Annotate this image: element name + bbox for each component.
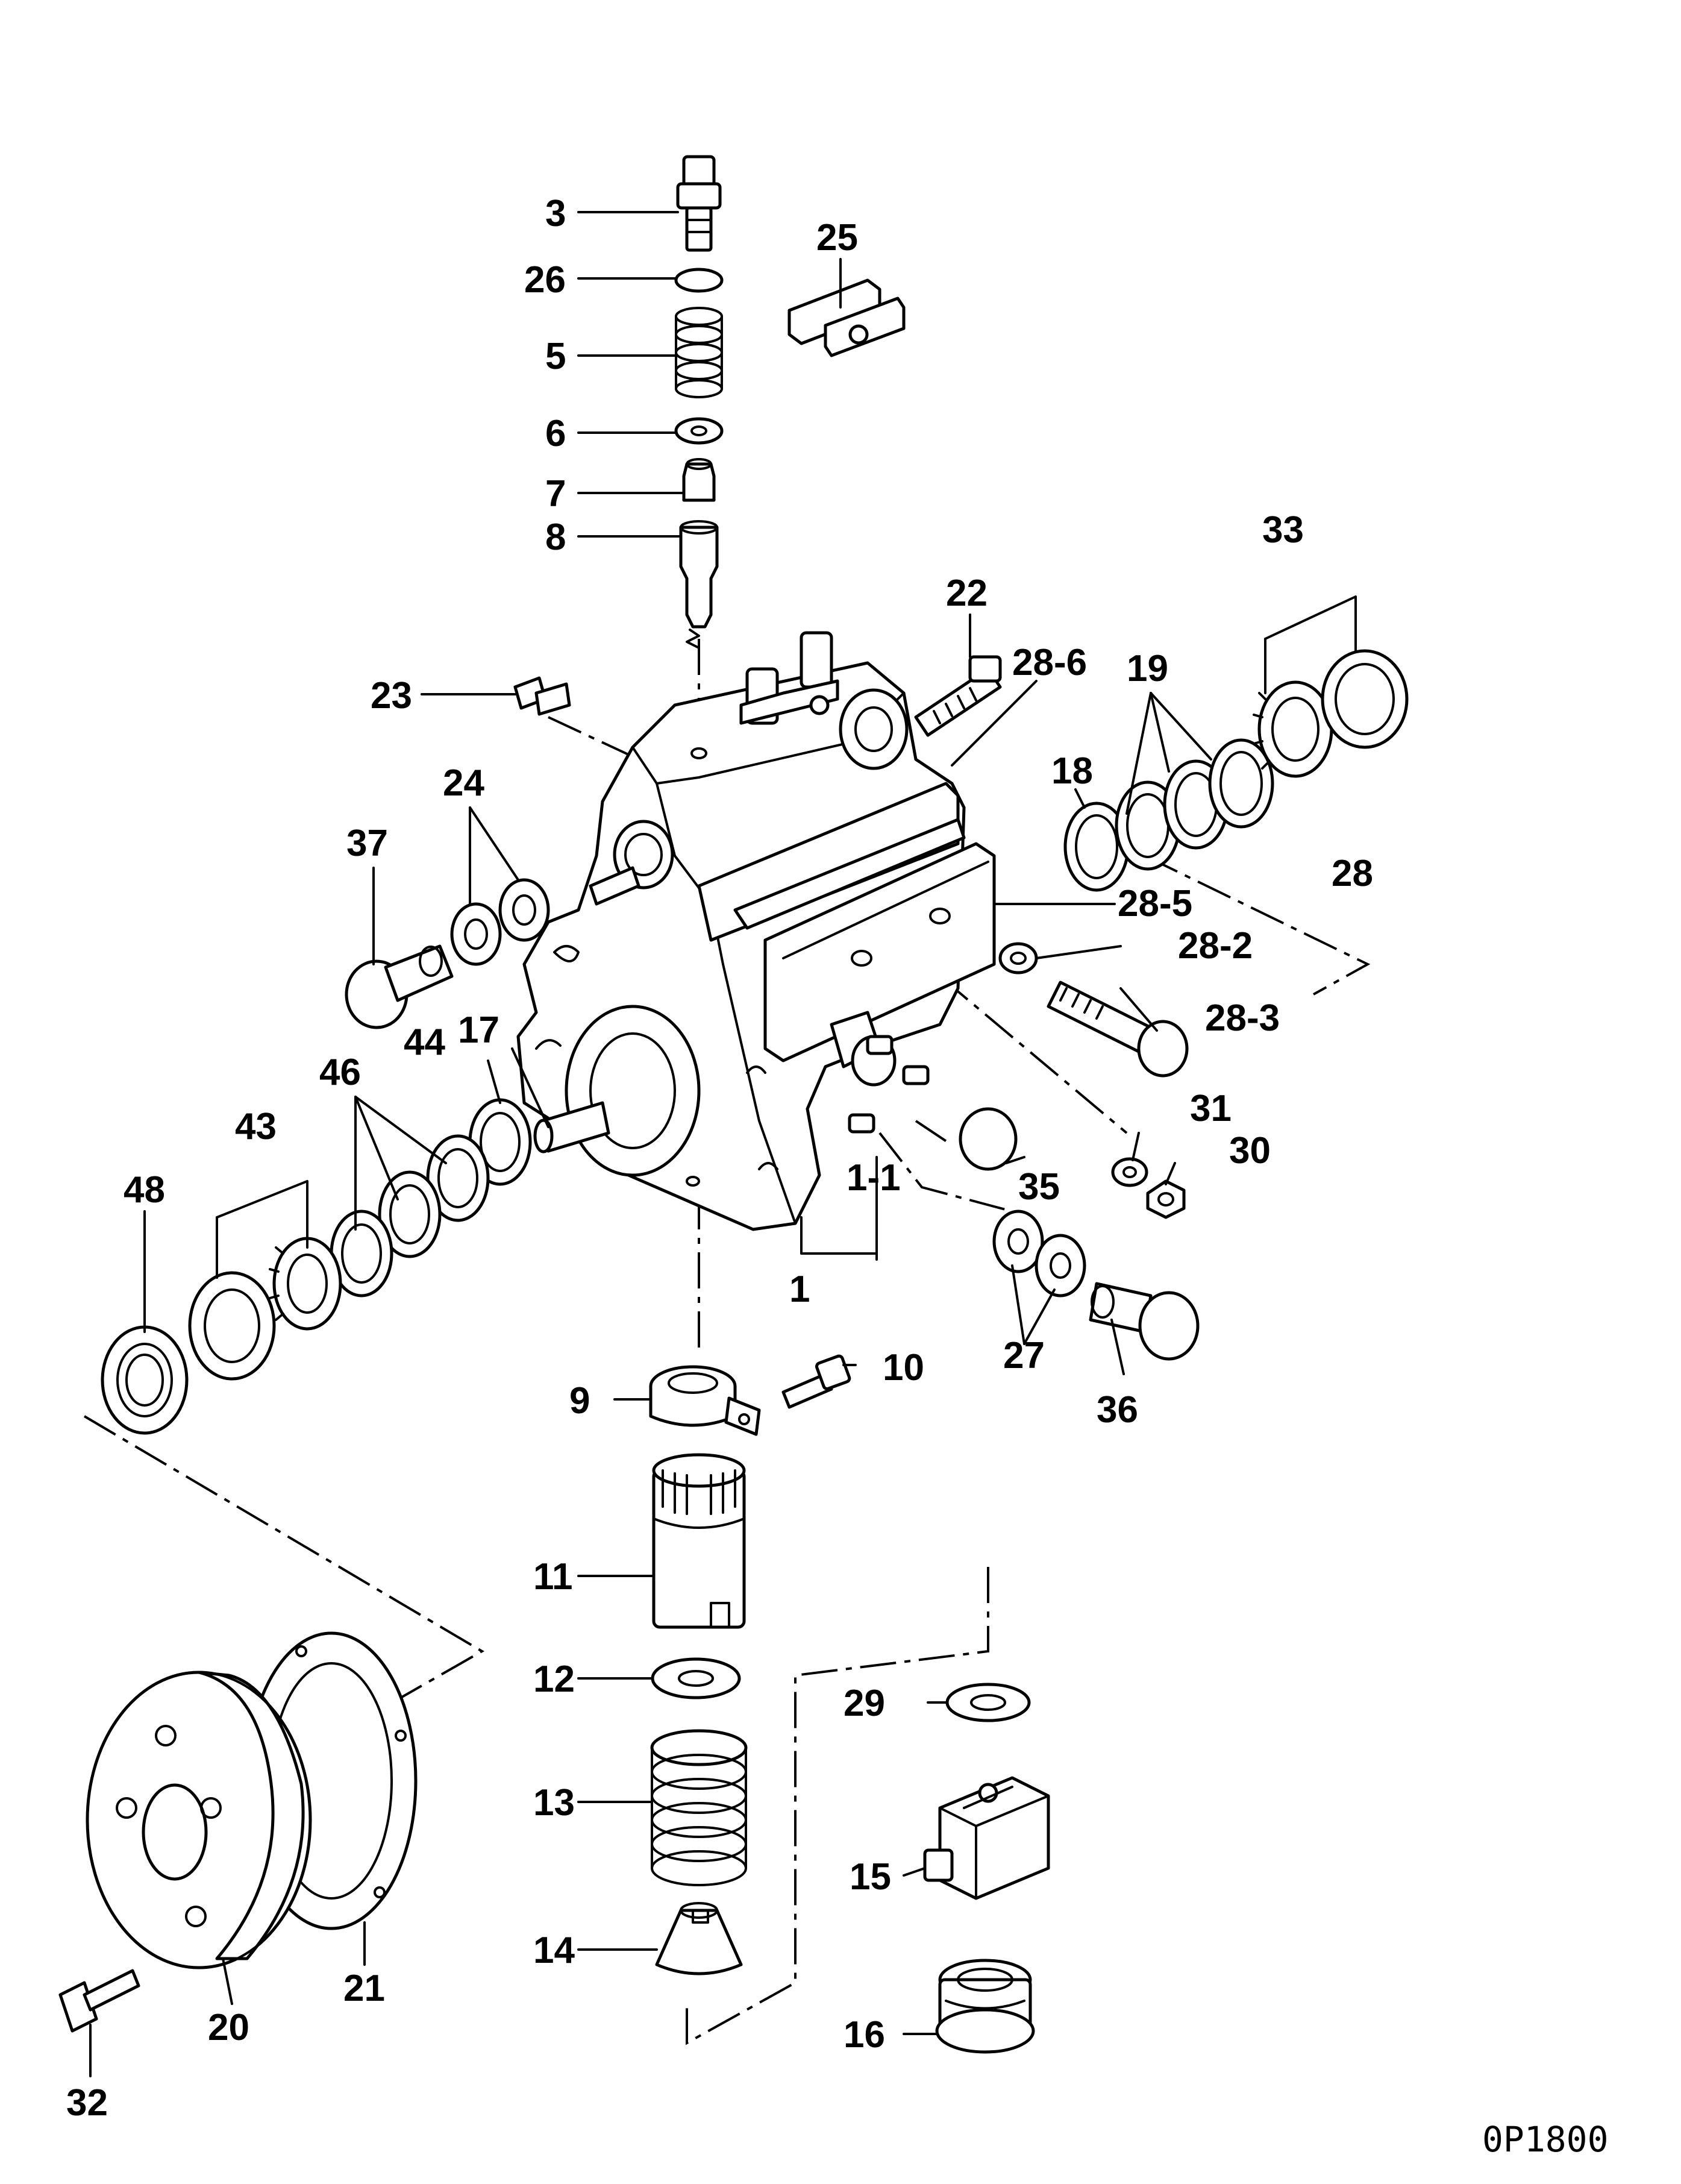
label-35: 35 — [1018, 1166, 1060, 1208]
part-22 — [914, 655, 1002, 737]
leader-lines — [89, 211, 1357, 2077]
right-middle-parts — [959, 1107, 1200, 1361]
label-20: 20 — [208, 2007, 249, 2048]
label-23: 23 — [371, 675, 412, 717]
label-12: 12 — [533, 1658, 575, 1700]
right-upper-parts — [1063, 649, 1409, 892]
drawing-code: 0P1800 — [1482, 2119, 1609, 2160]
right-lower-parts — [923, 1683, 1050, 2054]
label-9: 9 — [569, 1380, 590, 1422]
label-17: 17 — [458, 1009, 499, 1051]
label-25: 25 — [816, 217, 858, 259]
label-28-2: 28-2 — [1178, 925, 1253, 967]
governor-cover-assembly — [697, 782, 996, 1062]
label-36: 36 — [1097, 1389, 1138, 1431]
label-33: 33 — [1262, 509, 1304, 551]
label-29: 29 — [844, 1683, 885, 1724]
label-32: 32 — [66, 2082, 108, 2124]
label-1: 1 — [789, 1269, 810, 1310]
assembly-center-lines — [83, 639, 1371, 2045]
label-13: 13 — [533, 1782, 575, 1824]
clamp-part-25 — [787, 278, 906, 357]
label-44: 44 — [404, 1021, 445, 1063]
lower-left-parts — [58, 1631, 418, 2033]
label-18: 18 — [1051, 750, 1093, 792]
label-30: 30 — [1229, 1130, 1271, 1172]
label-43: 43 — [235, 1106, 277, 1147]
label-27: 27 — [1003, 1335, 1045, 1376]
label-6: 6 — [545, 413, 566, 454]
label-16: 16 — [844, 2014, 885, 2056]
label-24: 24 — [443, 762, 484, 804]
drive-shaft-part-17 — [533, 1101, 610, 1153]
label-14: 14 — [533, 1930, 575, 1971]
label-7: 7 — [545, 473, 566, 515]
delivery-valve-stack — [674, 155, 724, 649]
label-21: 21 — [343, 1968, 385, 2009]
label-26: 26 — [524, 259, 566, 301]
inlet-fittings — [830, 1011, 930, 1134]
label-28-3: 28-3 — [1205, 997, 1280, 1039]
delivery-valve-holders — [739, 631, 839, 725]
label-48: 48 — [124, 1169, 165, 1211]
part-28-6 — [839, 688, 909, 770]
label-1-1: 1-1 — [847, 1157, 901, 1199]
label-37: 37 — [346, 823, 388, 864]
bolt-washer-28 — [998, 942, 1189, 1078]
label-10: 10 — [883, 1347, 924, 1389]
label-15: 15 — [850, 1856, 891, 1898]
label-5: 5 — [545, 336, 566, 377]
drive-side-parts — [101, 1098, 532, 1435]
label-28: 28 — [1332, 853, 1373, 894]
label-19: 19 — [1127, 648, 1168, 689]
label-31: 31 — [1190, 1088, 1232, 1129]
label-22: 22 — [946, 573, 988, 614]
label-8: 8 — [545, 516, 566, 558]
central-lower-stack — [649, 1354, 851, 1975]
label-28-6: 28-6 — [1012, 642, 1087, 683]
left-upper-parts — [345, 676, 640, 1029]
label-3: 3 — [545, 193, 566, 234]
label-46: 46 — [319, 1052, 361, 1093]
label-11: 11 — [533, 1556, 573, 1598]
part-labels: 3 26 5 6 7 8 25 22 28-6 33 19 18 23 24 3… — [66, 193, 1373, 2124]
label-28-5: 28-5 — [1118, 883, 1192, 924]
